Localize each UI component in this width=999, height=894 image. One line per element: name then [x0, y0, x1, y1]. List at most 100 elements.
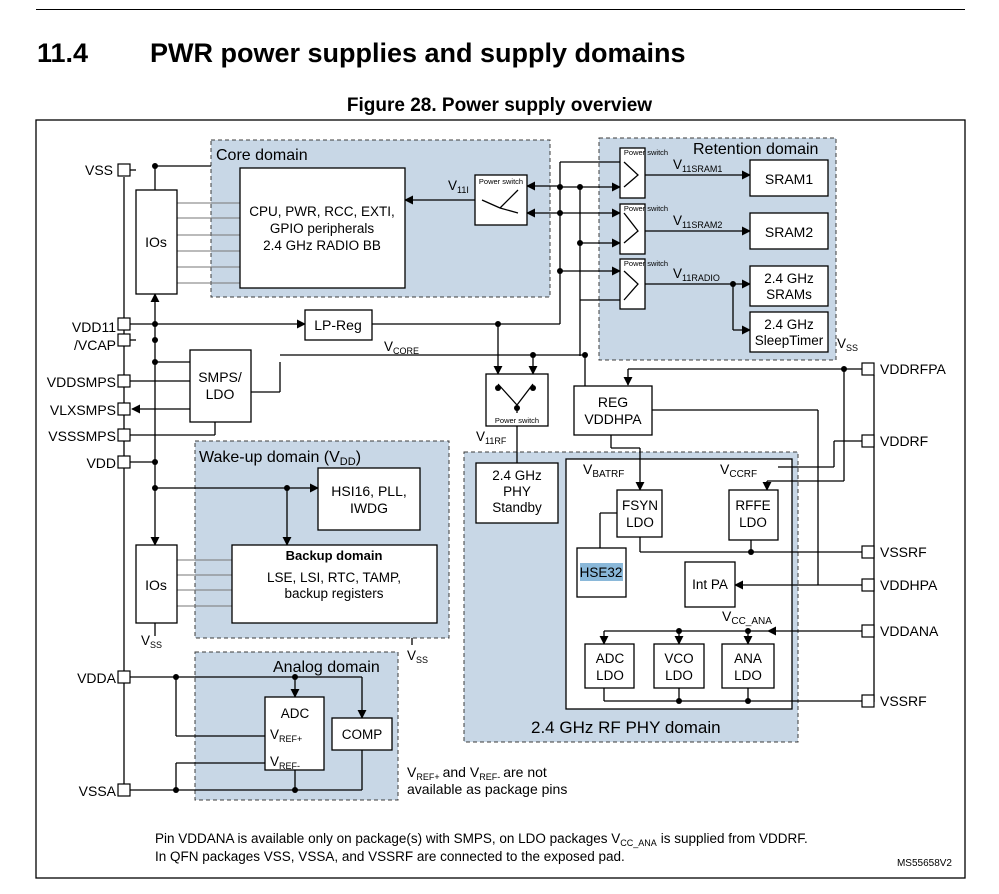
figure-caption: Figure 28. Power supply overview [346, 95, 653, 116]
rf-srams-line-2: SRAMs [766, 287, 812, 302]
power-switch-radio-label: Power switch [624, 259, 668, 268]
pin-vssa: VSSA [79, 783, 117, 799]
ios-block-bottom [135, 544, 178, 624]
fsyn-line-1: FSYN [622, 498, 658, 513]
ana-ldo-line-2: LDO [734, 668, 762, 683]
switch-symbol-sram1 [623, 161, 639, 188]
reg-vddhpa-line-1: REG [598, 394, 628, 410]
lpreg-label: LP-Reg [314, 317, 361, 333]
hse32-highlight [580, 563, 623, 581]
reg-vddhpa-line-2: VDDHPA [584, 411, 642, 427]
adc-ldo-block [584, 643, 635, 689]
vco-ldo-line-1: VCO [664, 651, 693, 666]
hsi-block [317, 467, 421, 531]
section-number: 11.4 [37, 38, 89, 68]
rf-srams-line-1: 2.4 GHz [764, 271, 814, 286]
sram1-label: SRAM1 [765, 171, 813, 187]
power-switch-sram1 [619, 147, 646, 199]
ana-ldo-line-1: ANA [734, 651, 762, 666]
pin-vlxsmps: VLXSMPS [50, 402, 116, 418]
hse32-label: HSE32 [580, 565, 623, 580]
sleeptimer-block [749, 311, 829, 353]
phy-standby-block [475, 462, 559, 524]
vco-ldo-line-2: LDO [665, 668, 693, 683]
adc-label: ADC [281, 706, 310, 721]
figure-ref: MS55658V2 [897, 858, 952, 869]
power-switch-sram1-label: Power switch [624, 148, 668, 157]
cpu-line-2: GPIO peripherals [270, 221, 375, 236]
sram2-block [749, 212, 829, 250]
lpreg-block [304, 309, 373, 341]
phy-standby-line-1: 2.4 GHz [492, 468, 542, 483]
reg-vddhpa-block [573, 385, 653, 436]
vss-retention-label: VSS [837, 336, 858, 353]
sram2-label: SRAM2 [765, 224, 813, 240]
comp-label: COMP [342, 727, 383, 742]
hsi-line-1: HSI16, PLL, [331, 483, 407, 499]
analog-domain-label: Analog domain [273, 659, 380, 676]
rf-srams-block [749, 265, 829, 307]
wiring [123, 161, 875, 791]
vref-note-line-1: VREF+and VREF-are not [407, 764, 547, 782]
left-pins: VSS VDD11 /VCAP VDDSMPS VLXSMPS VSSSMPS … [47, 162, 131, 799]
cpu-block [239, 167, 406, 289]
backup-line-1: LSE, LSI, RTC, TAMP, [267, 570, 401, 585]
int-pa-label: Int PA [692, 577, 728, 592]
vss-wakeup-label: VSS [407, 648, 428, 665]
wakeup-domain-label: Wake-up domain (VDD) [199, 449, 361, 468]
smps-line-2: LDO [206, 386, 235, 402]
phy-standby-line-2: PHY [503, 484, 531, 499]
phy-standby-line-3: Standby [492, 500, 542, 515]
retention-domain-label: Retention domain [693, 141, 818, 158]
pin-vddrfpa: VDDRFPA [880, 361, 947, 377]
v11i-label: V11I [448, 178, 469, 195]
vccrf-label: VCCRF [720, 461, 757, 480]
vss-ios-label: VSS [141, 633, 162, 650]
pin-vddana: VDDANA [880, 623, 939, 639]
pin-vddsmps: VDDSMPS [47, 374, 116, 390]
sleeptimer-line-2: SleepTimer [755, 333, 824, 348]
cpu-line-3: 2.4 GHz RADIO BB [263, 238, 381, 253]
int-pa-block [684, 561, 736, 608]
section-title: PWR power supplies and supply domains [150, 38, 686, 68]
right-pins: VDDRFPA VDDRF VSSRF VDDHPA VDDANA VSSRF [861, 361, 947, 709]
adc-ldo-line-2: LDO [596, 668, 624, 683]
vbatrf-label: VBATRF [583, 461, 624, 480]
switch-symbol-sram2 [623, 212, 639, 244]
pin-vss: VSS [85, 162, 113, 178]
footer-note-line-1: Pin VDDANA is available only on package(… [155, 831, 808, 848]
rfphy-domain-label: 2.4 GHz RF PHY domain [531, 718, 721, 737]
switch-symbol-core [481, 189, 519, 214]
power-switch-core [474, 174, 528, 226]
pin-vdda: VDDA [77, 670, 117, 686]
ana-ldo-block [721, 643, 775, 689]
fsyn-line-2: LDO [626, 515, 654, 530]
vco-ldo-block [653, 643, 705, 689]
pin-vcap: /VCAP [74, 337, 116, 353]
vref-plus-label: VREF+ [270, 727, 302, 744]
ios-label-top: IOs [145, 234, 167, 250]
pin-vddhpa: VDDHPA [880, 577, 938, 593]
vcore-label: VCORE [384, 339, 419, 356]
sleeptimer-line-1: 2.4 GHz [764, 317, 814, 332]
footer-note-line-2: In QFN packages VSS, VSSA, and VSSRF are… [155, 849, 625, 864]
vref-note-line-2: available as package pins [407, 781, 567, 797]
backup-domain-block [231, 544, 438, 624]
vref-minus-label: VREF- [270, 754, 300, 771]
v11sram2-label: V11SRAM2 [673, 213, 722, 230]
ios-block-top [135, 189, 178, 295]
smps-block [189, 349, 252, 423]
pin-vdd11: VDD11 [72, 319, 116, 335]
top-rule [36, 9, 965, 10]
pin-vddrf: VDDRF [880, 433, 928, 449]
pin-vdd: VDD [86, 455, 116, 471]
switch-symbol-radio [623, 270, 639, 301]
pin-vssrf-top: VSSRF [880, 544, 927, 560]
rffe-ldo-block [728, 489, 779, 541]
adc-block [264, 696, 325, 771]
core-domain-label: Core domain [216, 147, 308, 164]
power-switch-sram2 [619, 203, 646, 255]
pin-vssrf-bottom: VSSRF [880, 693, 927, 709]
v11rf-label: V11RF [476, 429, 507, 446]
